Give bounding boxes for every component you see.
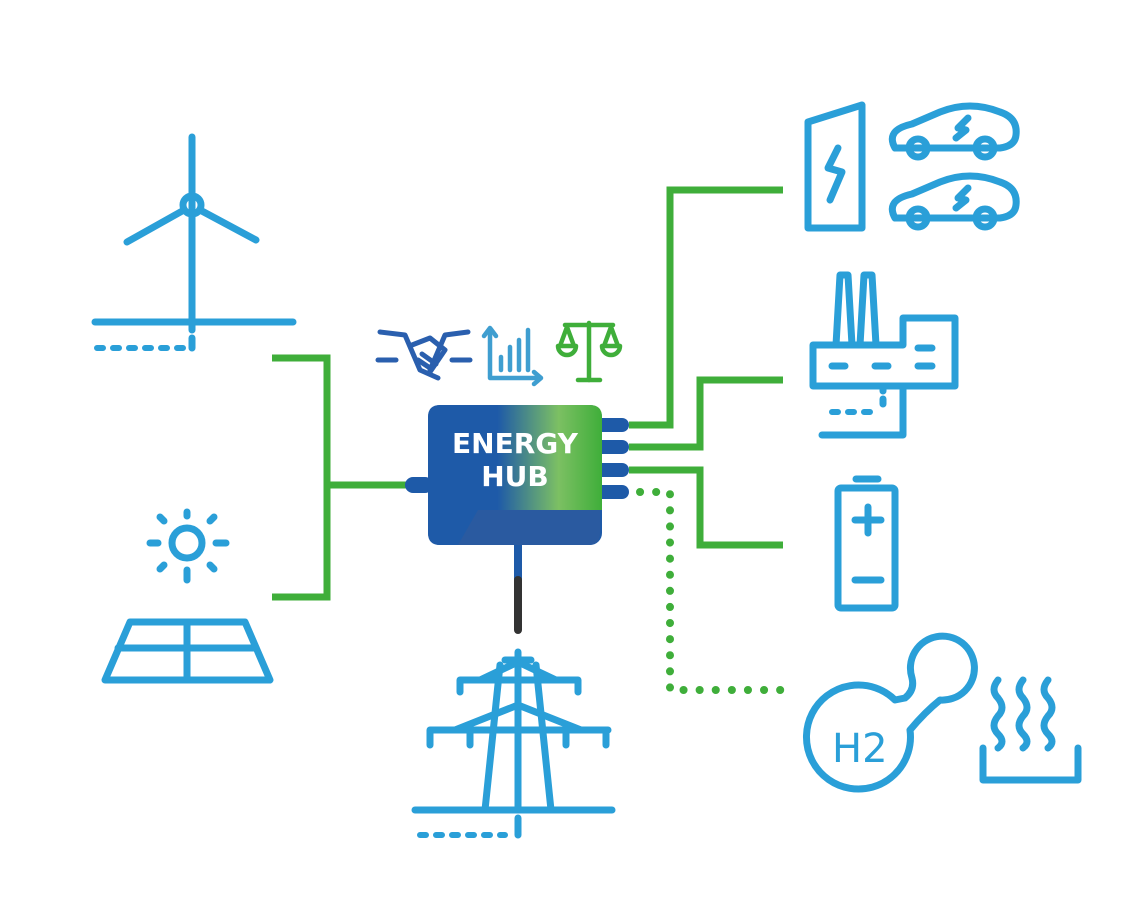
solar-panel-icon [101, 618, 274, 684]
hub-label-line1: ENERGY [452, 427, 579, 460]
energy-hub-box: ENERGY HUB [405, 405, 629, 545]
electric-car-icon [888, 172, 1020, 231]
power-pylon-icon [411, 648, 616, 839]
chart-icon [481, 325, 544, 387]
output-connection-lines [629, 186, 794, 694]
hydrogen-tank-icon: H2 [803, 632, 978, 793]
hub-label-line2: HUB [481, 460, 549, 493]
factory-icon [809, 271, 959, 439]
heat-icon [979, 676, 1082, 784]
scale-icon [555, 320, 623, 383]
electric-car-icon [888, 102, 1020, 161]
wind-turbine-icon [91, 133, 297, 352]
hydrogen-label: H2 [832, 726, 888, 772]
sun-icon [146, 508, 230, 584]
battery-icon [834, 475, 899, 612]
ev-charger-icon [804, 101, 866, 232]
input-connection-lines [272, 354, 410, 601]
handshake-icon [375, 329, 473, 381]
